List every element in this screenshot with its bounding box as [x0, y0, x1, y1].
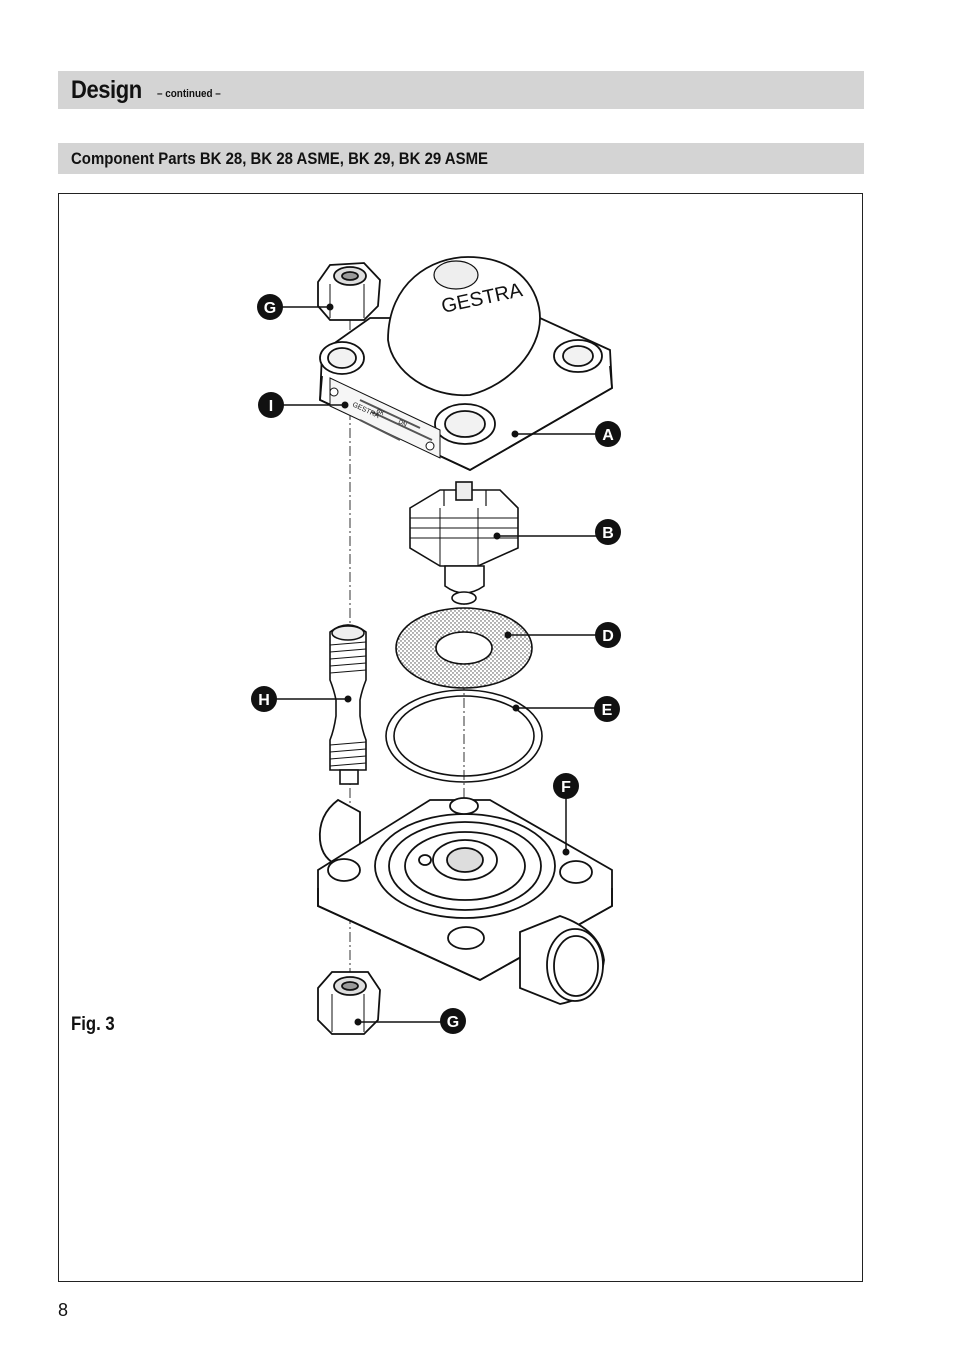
callout-g-top-label: G [264, 300, 276, 317]
section-title: Component Parts BK 28, BK 28 ASME, BK 29… [71, 149, 489, 168]
callout-f-label: F [561, 779, 571, 796]
callout-i: I [258, 392, 284, 418]
nut-part-g-bottom [317, 971, 381, 1035]
figure-frame [58, 193, 863, 1282]
nameplate-size: DN [397, 419, 407, 428]
capsule-part-b [409, 481, 519, 605]
callout-leader-dots [326, 303, 570, 1026]
page-title: Design [71, 76, 142, 104]
callout-a: A [595, 421, 621, 447]
body-part-f [317, 797, 613, 1005]
page-subtitle: – continued – [157, 88, 221, 100]
figure-label: Fig. 3 [71, 1014, 115, 1035]
o-ring-part-e [385, 689, 543, 783]
nut-part-g-top [317, 262, 381, 321]
callout-d: D [595, 622, 621, 648]
callout-a-label: A [602, 427, 614, 444]
section-header-bar: Component Parts BK 28, BK 28 ASME, BK 29… [58, 143, 864, 174]
nameplate-model: BK [375, 408, 385, 417]
callout-h-label: H [258, 692, 270, 709]
cover-part-a [319, 256, 613, 472]
callout-g-top: G [257, 294, 283, 320]
stud-bolt-part-h [329, 624, 367, 785]
callout-d-label: D [602, 628, 614, 645]
nameplate-marks [359, 399, 433, 441]
callout-e-label: E [602, 702, 613, 719]
callout-g-bottom-label: G [447, 1014, 459, 1031]
callout-f: F [553, 773, 579, 799]
page-header-bar: Design – continued – [58, 71, 864, 109]
callout-b: B [595, 519, 621, 545]
callout-i-label: I [269, 398, 273, 415]
callout-b-label: B [602, 525, 614, 542]
page-number: 8 [58, 1300, 69, 1320]
callout-h: H [251, 686, 277, 712]
gasket-part-d [395, 607, 533, 689]
callout-e: E [594, 696, 620, 722]
callout-g-bottom: G [440, 1008, 466, 1034]
